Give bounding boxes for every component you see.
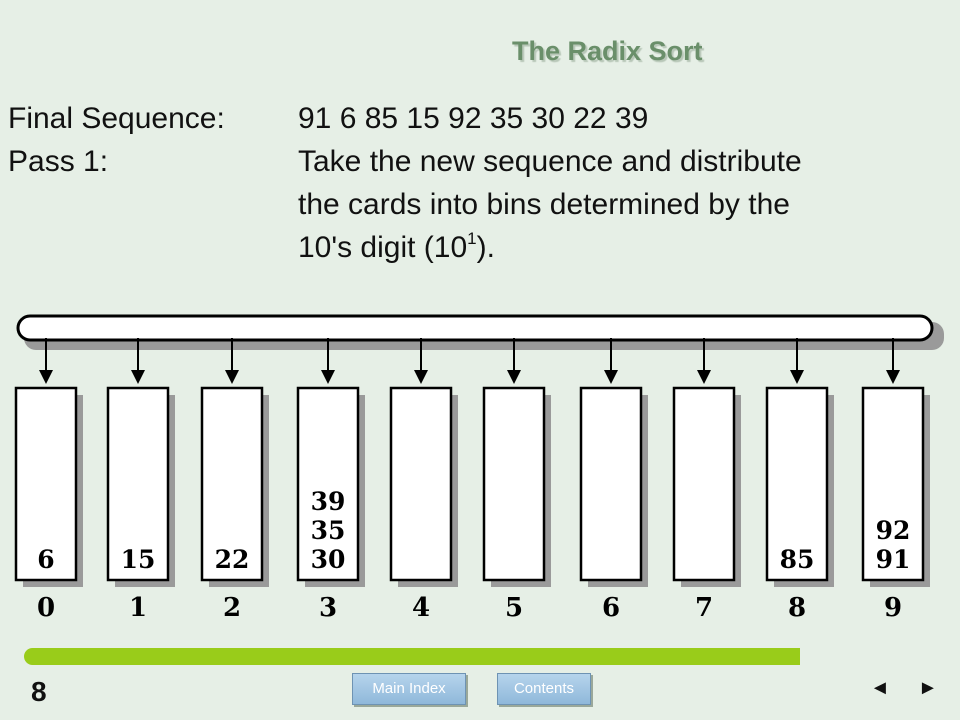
bin-8: 85 8 — [765, 338, 834, 623]
pass-description-line3: 10's digit (101). — [298, 227, 495, 269]
arrow-down-icon — [886, 370, 900, 384]
arrow-down-icon — [39, 370, 53, 384]
card-value: 35 — [311, 516, 346, 545]
bin-box — [296, 386, 360, 582]
bin-box — [200, 386, 264, 582]
bin-4: 4 — [389, 338, 458, 623]
bin-label: 0 — [37, 593, 55, 623]
bin-label: 5 — [505, 593, 523, 623]
sequence-label: Final Sequence: — [8, 102, 225, 135]
digit-text-end: ). — [476, 231, 495, 264]
card-value: 15 — [121, 545, 156, 574]
page-number: 8 — [31, 676, 47, 707]
rail-bar — [16, 314, 934, 342]
prev-arrow-icon[interactable]: ◄ — [870, 677, 890, 699]
contents-button[interactable]: Contents — [497, 673, 591, 705]
bin-label: 8 — [788, 593, 806, 623]
pass-description-line2: the cards into bins determined by the — [298, 188, 790, 221]
distribution-rail — [16, 314, 944, 350]
card-value: 91 — [876, 545, 911, 574]
bin-box — [765, 386, 829, 582]
arrow-down-icon — [414, 370, 428, 384]
bin-0: 60 — [14, 338, 83, 623]
pass-description-line1: Take the new sequence and distribute — [298, 145, 802, 178]
digit-text: 10's digit (10 — [298, 231, 468, 264]
arrow-down-icon — [697, 370, 711, 384]
footer-bar — [24, 648, 800, 665]
card-value: 6 — [37, 545, 54, 574]
bin-box — [482, 386, 546, 582]
card-value: 39 — [311, 487, 346, 516]
bin-6: 6 — [579, 338, 648, 623]
bin-label: 4 — [412, 593, 430, 623]
arrow-down-icon — [604, 370, 618, 384]
bin-box — [106, 386, 170, 582]
card-value: 30 — [311, 545, 346, 574]
digit-exponent: 1 — [467, 229, 477, 248]
bin-5: 5 — [482, 338, 551, 623]
bin-label: 2 — [223, 593, 241, 623]
bin-label: 6 — [602, 593, 620, 623]
bin-box — [14, 386, 78, 582]
next-arrow-icon[interactable]: ► — [918, 677, 938, 699]
bin-box — [672, 386, 736, 582]
bin-box — [861, 386, 925, 582]
bin-box — [389, 386, 453, 582]
bin-label: 1 — [129, 593, 147, 623]
bin-7: 7 — [672, 338, 741, 623]
bin-label: 3 — [319, 593, 337, 623]
bin-label: 9 — [884, 593, 902, 623]
bin-box — [579, 386, 643, 582]
arrow-down-icon — [131, 370, 145, 384]
card-value: 85 — [780, 545, 815, 574]
arrow-down-icon — [507, 370, 521, 384]
sequence-values: 91 6 85 15 92 35 30 22 39 — [298, 102, 649, 135]
arrow-down-icon — [321, 370, 335, 384]
arrow-down-icon — [790, 370, 804, 384]
bin-label: 7 — [695, 593, 713, 623]
pass-label: Pass 1: — [8, 145, 109, 178]
card-value: 22 — [215, 545, 250, 574]
main-index-button[interactable]: Main Index — [352, 673, 466, 705]
page-title: The Radix Sort — [512, 36, 703, 66]
bin-1: 15 1 — [106, 338, 175, 623]
bin-2: 222 — [200, 338, 269, 623]
arrow-down-icon — [225, 370, 239, 384]
card-value: 92 — [876, 516, 911, 545]
